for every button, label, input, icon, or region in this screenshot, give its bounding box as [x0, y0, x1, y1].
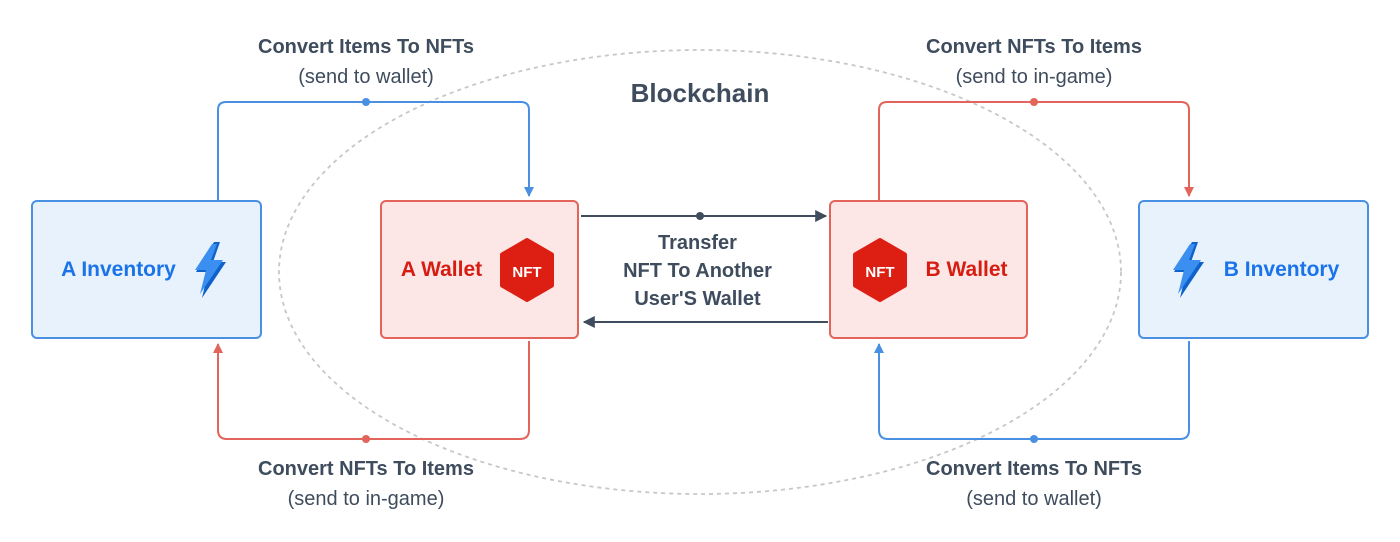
label-bottom-left-title: Convert NFTs To Items	[258, 458, 474, 480]
label-top-right: Convert NFTs To Items (send to in-game)	[884, 32, 1184, 92]
connector-a-inventory-to-wallet	[217, 101, 534, 200]
nft-badge-text: NFT	[513, 264, 542, 281]
label-bottom-right-sub: (send to wallet)	[966, 488, 1102, 510]
a-wallet-label: A Wallet	[400, 257, 483, 281]
connector-a-wallet-to-inventory	[213, 341, 530, 440]
label-top-left: Convert Items To NFTs (send to wallet)	[216, 32, 516, 92]
label-top-right-title: Convert NFTs To Items	[926, 36, 1142, 58]
label-bottom-left: Convert NFTs To Items (send to in-game)	[216, 454, 516, 514]
b-wallet-node: NFT B Wallet	[829, 200, 1028, 339]
label-top-right-sub: (send to in-game)	[955, 66, 1113, 88]
transfer-line-3: User'S Wallet	[634, 288, 761, 310]
a-wallet-node: A Wallet NFT	[380, 200, 579, 339]
b-wallet-label: B Wallet	[925, 257, 1008, 281]
label-bottom-right: Convert Items To NFTs (send to wallet)	[884, 454, 1184, 514]
b-inventory-node: B Inventory	[1138, 200, 1369, 339]
connector-dot	[1030, 98, 1038, 106]
transfer-label: Transfer NFT To Another User'S Wallet	[585, 229, 810, 313]
transfer-line-1: Transfer	[658, 232, 737, 254]
label-top-left-title: Convert Items To NFTs	[258, 36, 474, 58]
a-inventory-label: A Inventory	[61, 257, 176, 281]
nft-hexagon-icon: NFT	[853, 237, 908, 302]
connector-b-wallet-to-inventory	[878, 101, 1194, 200]
nft-badge-text: NFT	[866, 264, 895, 281]
b-inventory-label: B Inventory	[1223, 257, 1340, 281]
connector-dot	[1030, 435, 1038, 443]
lightning-bolt-icon	[1172, 241, 1204, 298]
label-top-left-sub: (send to wallet)	[298, 66, 434, 88]
connector-b-inventory-to-wallet	[874, 341, 1190, 440]
connector-dot	[696, 212, 704, 220]
connector-dot	[362, 98, 370, 106]
blockchain-title: Blockchain	[630, 78, 770, 108]
a-inventory-node: A Inventory	[31, 200, 262, 339]
label-bottom-right-title: Convert Items To NFTs	[926, 458, 1142, 480]
nft-hexagon-icon: NFT	[500, 237, 555, 302]
transfer-line-2: NFT To Another	[623, 260, 772, 282]
lightning-bolt-icon	[194, 241, 226, 298]
connector-dot	[362, 435, 370, 443]
label-bottom-left-sub: (send to in-game)	[287, 488, 445, 510]
blockchain-boundary	[278, 49, 1122, 495]
